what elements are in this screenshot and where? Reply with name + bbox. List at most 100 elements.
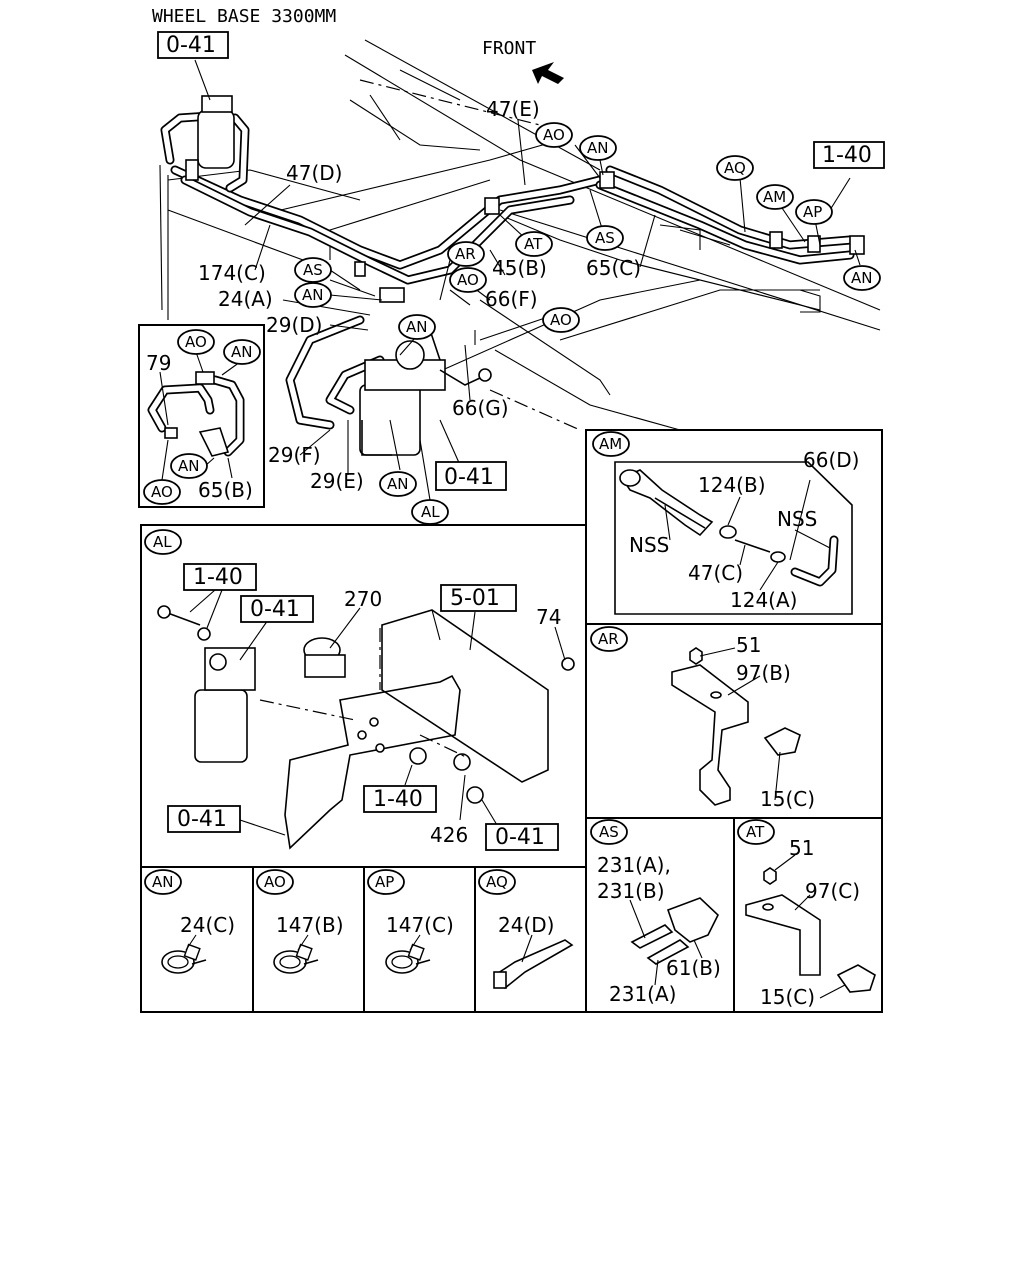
svg-text:AN: AN [851,269,872,287]
label-174C: 174(C) [198,261,266,285]
svg-text:AN: AN [302,286,323,304]
callout-AR-1[interactable]: AR [447,241,485,267]
label-29F: 29(F) [268,443,321,467]
svg-text:AM: AM [763,188,786,206]
svg-text:AO: AO [151,483,173,501]
ref-box-0-41-al-left[interactable]: 0-41 [167,805,241,833]
callout-AS-1[interactable]: AS [294,257,332,283]
callout-AM-panel[interactable]: AM [592,431,630,457]
label-74: 74 [536,605,561,629]
svg-text:AS: AS [595,229,615,247]
label-79: 79 [146,351,171,375]
svg-text:0-41: 0-41 [250,597,300,622]
callout-AN-inset-1[interactable]: AN [223,339,261,365]
ref-box-0-41-mid[interactable]: 0-41 [435,461,507,491]
callout-AN-inset-2[interactable]: AN [170,453,208,479]
label-ar-15C: 15(C) [760,787,815,811]
label-270: 270 [344,587,382,611]
callout-AO-inset-2[interactable]: AO [143,479,181,505]
panel-AQ: 24(D) [474,866,587,1013]
ref-box-0-41-al-right[interactable]: 0-41 [485,823,559,851]
svg-text:AP: AP [375,873,394,891]
svg-text:AO: AO [457,271,479,289]
svg-text:AO: AO [185,333,207,351]
callout-AP-1[interactable]: AP [795,199,833,225]
label-24A: 24(A) [218,287,273,311]
ref-box-0-41-al-top[interactable]: 0-41 [240,595,314,623]
main-assembly-view [159,39,881,501]
label-147C: 147(C) [386,913,454,937]
callout-AS-panel[interactable]: AS [590,819,628,845]
callout-AM-1[interactable]: AM [756,184,794,210]
label-124A: 124(A) [730,588,797,612]
label-29D: 29(D) [266,313,322,337]
label-147B: 147(B) [276,913,344,937]
callout-AT-1[interactable]: AT [515,231,553,257]
callout-AP-panel[interactable]: AP [367,869,405,895]
label-66F: 66(F) [485,287,538,311]
panel-AL: 270 74 426 [140,524,587,868]
svg-text:AR: AR [598,630,619,648]
svg-text:0-41: 0-41 [444,465,494,490]
callout-AO-panel[interactable]: AO [256,869,294,895]
svg-text:AQ: AQ [486,873,508,891]
callout-AQ-panel[interactable]: AQ [478,869,516,895]
label-24C: 24(C) [180,913,235,937]
svg-text:AQ: AQ [724,159,746,177]
callout-AT-panel[interactable]: AT [737,819,775,845]
label-231AB-2: 231(B) [597,879,665,903]
svg-text:AN: AN [178,457,199,475]
svg-text:AT: AT [746,823,765,841]
callout-AN-1[interactable]: AN [579,135,617,161]
callout-AQ-1[interactable]: AQ [716,155,754,181]
ref-box-0-41-top[interactable]: 0-41 [157,31,229,59]
label-65C: 65(C) [586,256,641,280]
label-231AB-1: 231(A), [597,853,671,877]
svg-text:0-41: 0-41 [495,825,545,850]
label-66G: 66(G) [452,396,509,420]
svg-text:5-01: 5-01 [450,586,500,611]
svg-text:1-40: 1-40 [373,787,423,812]
callout-AL-1[interactable]: AL [411,499,449,525]
ref-box-1-40-top[interactable]: 1-40 [813,141,885,169]
page-title: WHEEL BASE 3300MM [152,6,336,27]
panel-AS: 231(A), 231(B) 61(B) 231(A) [585,817,735,1013]
label-24D: 24(D) [498,913,554,937]
label-426: 426 [430,823,468,847]
callout-AO-1[interactable]: AO [535,122,573,148]
callout-AN-4[interactable]: AN [398,314,436,340]
label-65B: 65(B) [198,478,253,502]
svg-text:AN: AN [406,318,427,336]
ref-box-1-40-al-mid[interactable]: 1-40 [363,785,437,813]
ref-box-1-40-al-top[interactable]: 1-40 [183,563,257,591]
svg-text:AS: AS [599,823,619,841]
callout-AN-5[interactable]: AN [379,471,417,497]
svg-text:AN: AN [231,343,252,361]
callout-AO-2[interactable]: AO [449,267,487,293]
label-45B: 45(B) [492,256,547,280]
ref-box-5-01-al[interactable]: 5-01 [440,584,517,612]
label-nss-2: NSS [629,533,669,557]
panel-AR: 51 97(B) 15(C) [585,623,883,819]
callout-AN-2[interactable]: AN [843,265,881,291]
callout-AN-3[interactable]: AN [294,282,332,308]
label-at-15C: 15(C) [760,985,815,1009]
svg-text:AO: AO [550,311,572,329]
callout-AS-2[interactable]: AS [586,225,624,251]
label-47C: 47(C) [688,561,743,585]
svg-text:AO: AO [543,126,565,144]
svg-text:0-41: 0-41 [166,33,216,58]
callout-AR-panel[interactable]: AR [590,626,628,652]
callout-AL-panel[interactable]: AL [144,529,182,555]
label-47E: 47(E) [486,97,540,121]
callout-AO-inset-1[interactable]: AO [177,329,215,355]
label-66D: 66(D) [803,448,859,472]
svg-text:AT: AT [524,235,543,253]
panel-AM: 66(D) 124(B) NSS NSS 47(C) 124(A) [585,429,883,625]
callout-AO-3[interactable]: AO [542,307,580,333]
svg-text:AR: AR [455,245,476,263]
label-97C: 97(C) [805,879,860,903]
callout-AN-panel[interactable]: AN [144,869,182,895]
svg-text:AN: AN [587,139,608,157]
label-29E: 29(E) [310,469,364,493]
